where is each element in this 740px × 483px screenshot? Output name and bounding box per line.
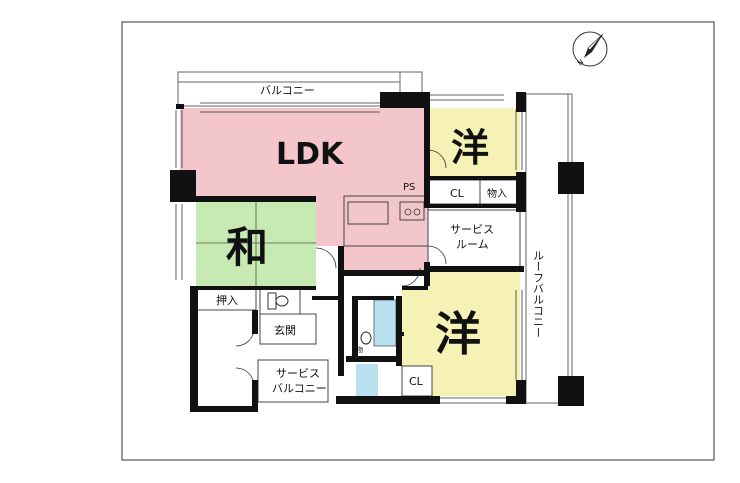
ps-label: PS (403, 182, 415, 193)
service-room-label-2: ルーム (456, 238, 489, 251)
washbasin-area (373, 299, 397, 347)
ldk-label: LDK (276, 137, 345, 172)
youshitsu-north-label: 洋 (451, 126, 489, 170)
cl-south-label: CL (409, 375, 424, 388)
walls (170, 92, 584, 412)
roof-balcony-label: ルーフバルコニー (532, 250, 545, 338)
stove-icon (404, 208, 421, 216)
monoire-label: 物入 (487, 187, 507, 200)
north-balcony-label: バルコニー (260, 84, 315, 97)
compass-n-label: N (576, 58, 585, 68)
service-balcony-label-1: サービス (276, 367, 320, 380)
youshitsu-south-area (402, 270, 520, 396)
cl-north-label: CL (450, 187, 465, 200)
service-balcony-label-2: バルコニー (272, 382, 327, 395)
ldk-area (180, 108, 428, 270)
north-balcony (177, 71, 423, 107)
storage-small-label: 物 (356, 345, 363, 354)
windows (175, 94, 523, 404)
service-room-label-1: サービス (450, 223, 494, 236)
compass: N (572, 31, 608, 68)
oshiire-label: 押入 (216, 293, 238, 307)
washitsu-label: 和 (226, 223, 268, 272)
plan-frame (121, 21, 715, 461)
roof-balcony (525, 93, 573, 404)
bath-area (356, 364, 378, 400)
toilet2-icon (360, 331, 372, 345)
toilet-icon (267, 292, 289, 310)
tatami-lines (196, 200, 316, 286)
youshitsu-north-area (428, 108, 520, 180)
genkan-label: 玄関 (274, 323, 296, 337)
youshitsu-south-label: 洋 (435, 307, 481, 361)
tel-label: TEL (403, 98, 422, 109)
